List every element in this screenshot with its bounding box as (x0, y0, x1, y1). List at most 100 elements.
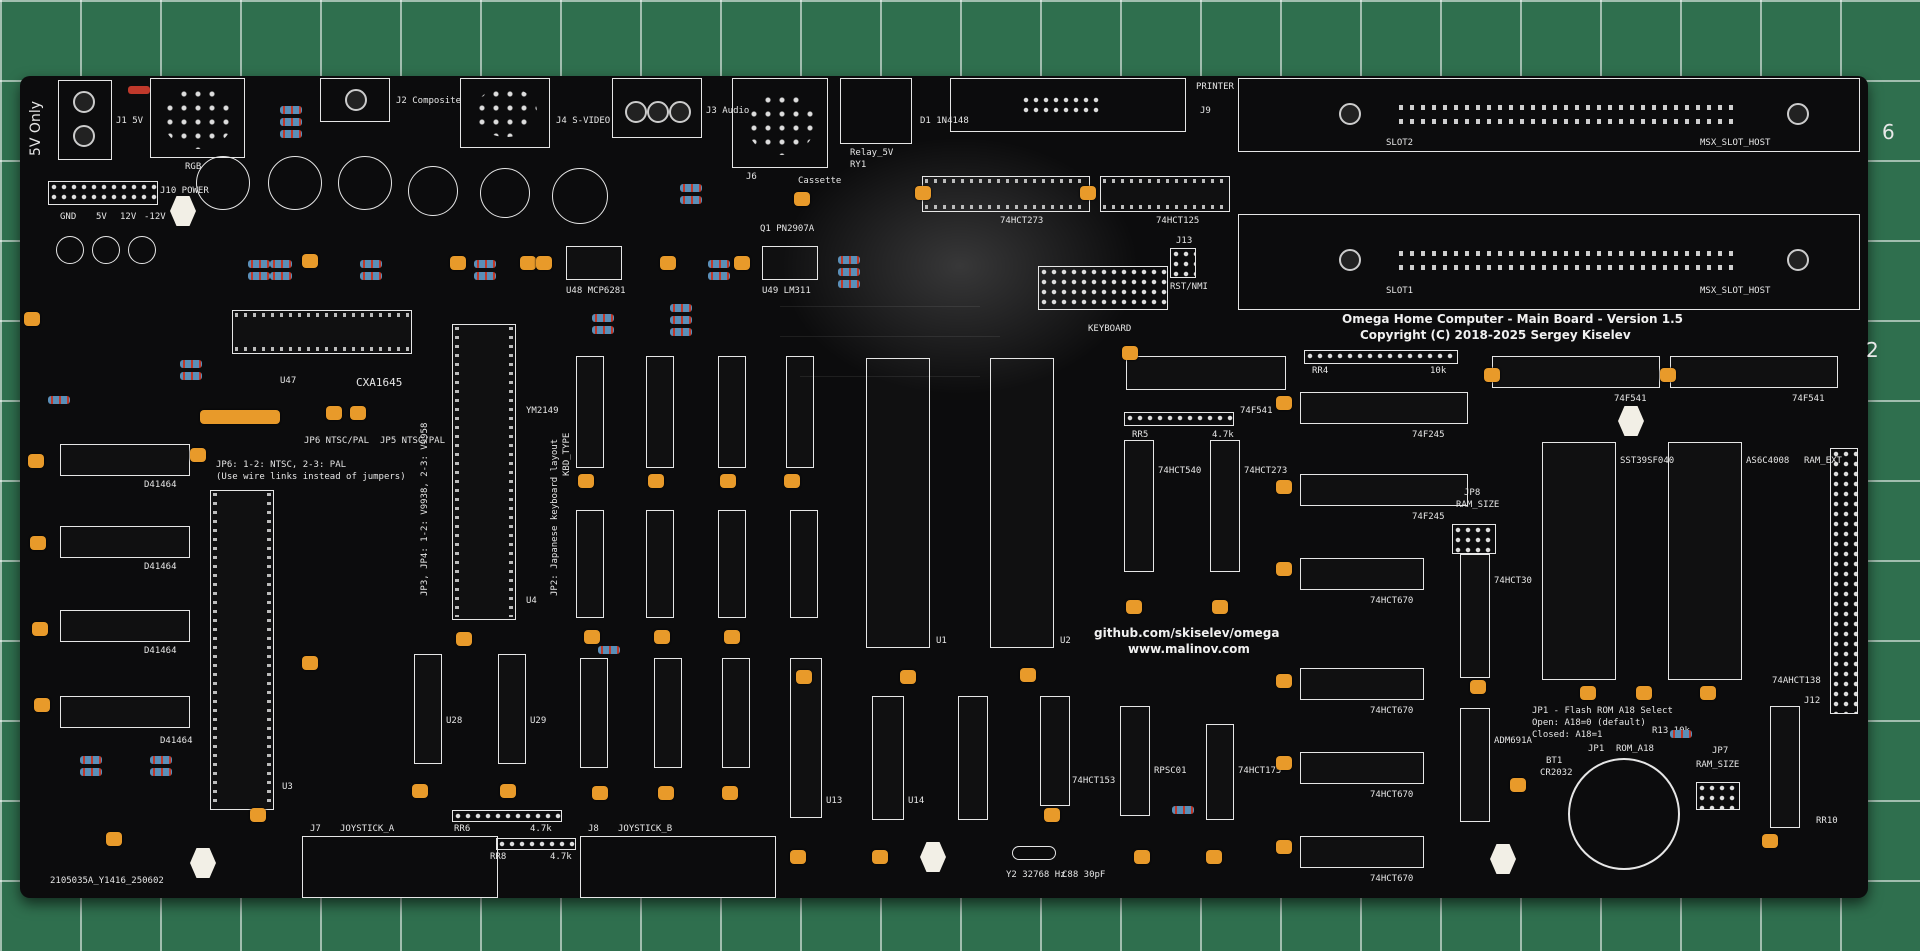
chip-u3 (210, 490, 274, 810)
chip-u14 (872, 696, 904, 820)
u21-label: 74F541 (1240, 406, 1273, 416)
u24-label: 74HCT273 (1000, 216, 1044, 226)
ceramic-capacitor (648, 474, 664, 488)
j9-label: J9 (1200, 106, 1211, 116)
u31-label: 74HCT153 (1072, 776, 1116, 786)
chip-u17 (1300, 668, 1424, 700)
mounting-hole (1787, 103, 1809, 125)
electrolytic-cap (408, 166, 458, 216)
resistor (180, 372, 202, 380)
u14-label: U14 (908, 796, 925, 806)
joystick-a-label: JOYSTICK_A (340, 824, 395, 834)
jp1-note-3: Closed: A18=1 (1532, 730, 1603, 740)
ceramic-capacitor (724, 630, 740, 644)
jumper-jp7[interactable] (1696, 782, 1740, 810)
ceramic-capacitor (326, 406, 342, 420)
chip-logic (654, 658, 682, 768)
mounting-hole (647, 101, 669, 123)
resistor-network-rr4 (1304, 350, 1458, 364)
pin-row (1103, 205, 1227, 209)
ceramic-capacitor (592, 786, 608, 800)
ceramic-capacitor (302, 254, 318, 268)
pcb-trace (800, 376, 980, 377)
u19-label: 74F541 (1614, 394, 1647, 404)
ceramic-capacitor (1276, 396, 1292, 410)
crystal-y2 (1012, 846, 1056, 860)
u25-label: 74F245 (1412, 430, 1445, 440)
rr4-label: RR4 (1312, 366, 1329, 376)
pin-row (235, 313, 409, 317)
ceramic-capacitor (1122, 346, 1138, 360)
audio-connector (612, 78, 702, 138)
mounting-hole (669, 101, 691, 123)
board-title: Omega Home Computer - Main Board - Versi… (1342, 312, 1684, 326)
ceramic-capacitor (734, 256, 750, 270)
standoff (1618, 406, 1644, 436)
j12-label: J12 (1804, 696, 1821, 706)
chip-u27 (1206, 724, 1234, 820)
resistor (48, 396, 70, 404)
slot1-host-label: MSX_SLOT_HOST (1700, 286, 1771, 296)
u18-label: 74HCT670 (1370, 874, 1414, 884)
j10-pin-neg12v: -12V (144, 212, 166, 222)
u6-label: SST39SF040 (1620, 456, 1675, 466)
j10-pin-gnd: GND (60, 212, 77, 222)
mounting-hole (1787, 249, 1809, 271)
u49-label: U49 LM311 (762, 286, 811, 296)
resistor (270, 260, 292, 268)
electrolytic-cap (128, 236, 156, 264)
ceramic-capacitor (794, 192, 810, 206)
standoff (1490, 844, 1516, 874)
chip-logic (580, 658, 608, 768)
u17-label: 74HCT670 (1370, 706, 1414, 716)
ceramic-capacitor (1276, 840, 1292, 854)
resistor (80, 768, 102, 776)
resistor-network-rr8 (496, 838, 576, 850)
chip-u25 (1300, 392, 1468, 424)
electrolytic-cap (338, 156, 392, 210)
resistor (708, 272, 730, 280)
chip-u10 (60, 526, 190, 558)
chip-u13 (790, 658, 822, 818)
audio-label: J3 Audio (706, 106, 750, 116)
ceramic-capacitor (658, 786, 674, 800)
ceramic-capacitor (28, 454, 44, 468)
ceramic-capacitor (302, 656, 318, 670)
u47-label: U47 (280, 376, 297, 386)
pcb-trace (780, 336, 1000, 337)
resistor (280, 106, 302, 114)
u10-label: D41464 (144, 562, 177, 572)
chip-logic (786, 356, 814, 468)
ruler-mark-2: 2 (1866, 338, 1879, 362)
jumper-jp8[interactable] (1452, 524, 1496, 554)
pin-row (213, 493, 217, 807)
resistor (150, 756, 172, 764)
u29-label: U29 (530, 716, 547, 726)
u1-label: U1 (936, 636, 947, 646)
chip-u31 (1040, 696, 1070, 806)
u20-label: 74F541 (1792, 394, 1825, 404)
chip-u18 (1300, 836, 1424, 868)
q1-label: Q1 PN2907A (760, 224, 815, 234)
u41-label: 74HCT30 (1494, 576, 1532, 586)
chip-u41 (1460, 554, 1490, 678)
ceramic-capacitor (584, 630, 600, 644)
u2-label: U2 (1060, 636, 1071, 646)
ceramic-capacitor (190, 448, 206, 462)
rst-nmi-label: RST/NMI (1170, 282, 1208, 292)
jp5-label: JP5 NTSC/PAL (380, 436, 446, 446)
mounting-hole (625, 101, 647, 123)
relay-label: Relay_5V (850, 148, 894, 158)
jp2-note: JP2: Japanese keyboard layout (550, 438, 560, 596)
jp6-label: JP6 NTSC/PAL (304, 436, 370, 446)
chip-u22 (1124, 440, 1154, 572)
printer-label: PRINTER (1196, 82, 1234, 92)
j7-label: J7 (310, 824, 321, 834)
u8-label: D41464 (144, 480, 177, 490)
chip-logic (958, 696, 988, 820)
chip-u15 (1300, 558, 1424, 590)
printer-connector (950, 78, 1186, 132)
slot2-host-label: MSX_SLOT_HOST (1700, 138, 1771, 148)
pin-row (509, 327, 513, 617)
chip-logic (646, 510, 674, 618)
